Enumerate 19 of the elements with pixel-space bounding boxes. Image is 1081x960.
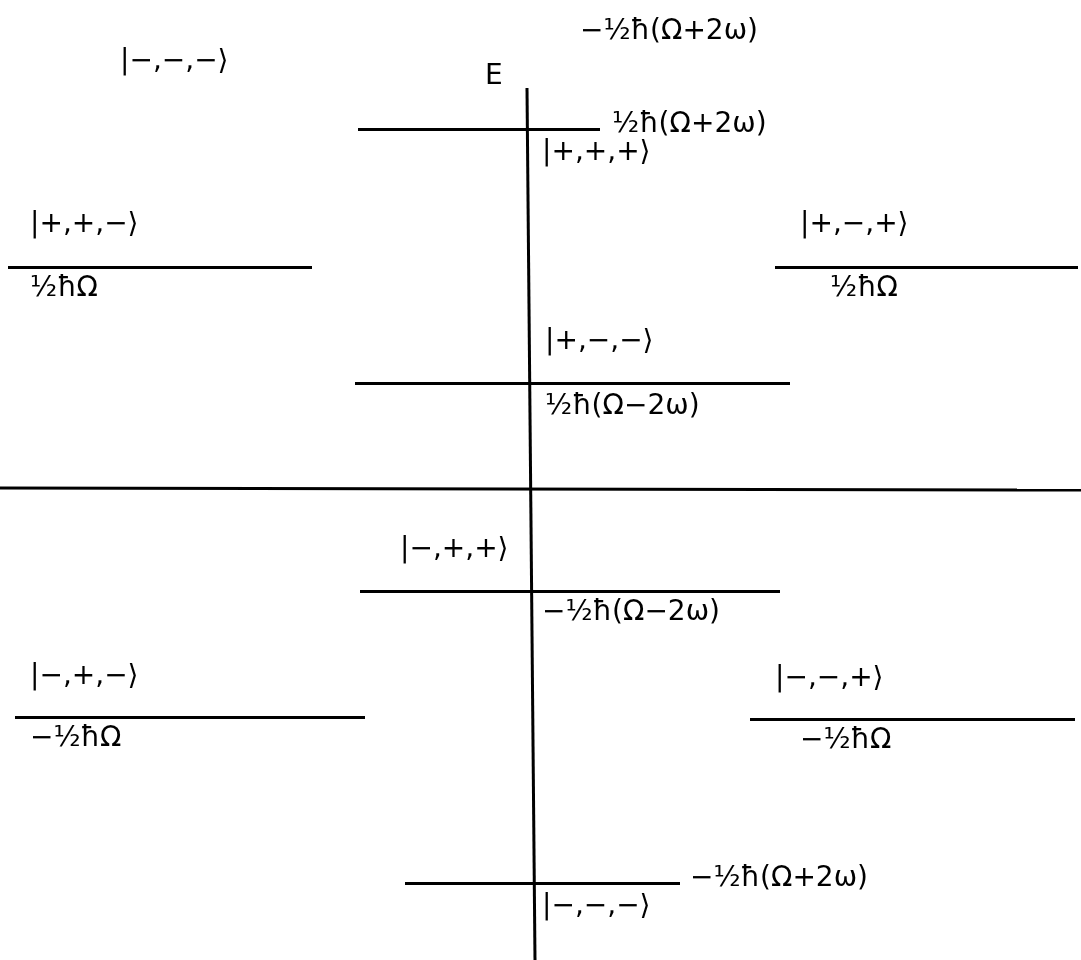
energy-value: −½ħ(Ω−2ω): [542, 596, 721, 627]
state-label: |+,+,−⟩: [30, 208, 139, 239]
energy-value: −½ħΩ: [30, 722, 122, 753]
energy-value: ½ħΩ: [30, 272, 98, 303]
state-label: |−,−,−⟩: [542, 890, 651, 921]
state-label: |−,+,−⟩: [30, 660, 139, 691]
axis-label: E: [485, 60, 503, 91]
state-label: |−,+,+⟩: [400, 533, 509, 564]
state-label: |+,−,−⟩: [545, 325, 654, 356]
state-label: |+,+,+⟩: [542, 136, 651, 167]
energy-value: −½ħ(Ω+2ω): [580, 15, 759, 46]
energy-value: ½ħΩ: [830, 272, 898, 303]
energy-value: −½ħΩ: [800, 724, 892, 755]
energy-value: ½ħ(Ω−2ω): [545, 390, 700, 421]
energy-value: ½ħ(Ω+2ω): [612, 108, 767, 139]
state-label: |−,−,+⟩: [775, 662, 884, 693]
state-label: |+,−,+⟩: [800, 208, 909, 239]
energy-value: −½ħ(Ω+2ω): [690, 862, 869, 893]
state-label: |−,−,−⟩: [120, 45, 229, 76]
